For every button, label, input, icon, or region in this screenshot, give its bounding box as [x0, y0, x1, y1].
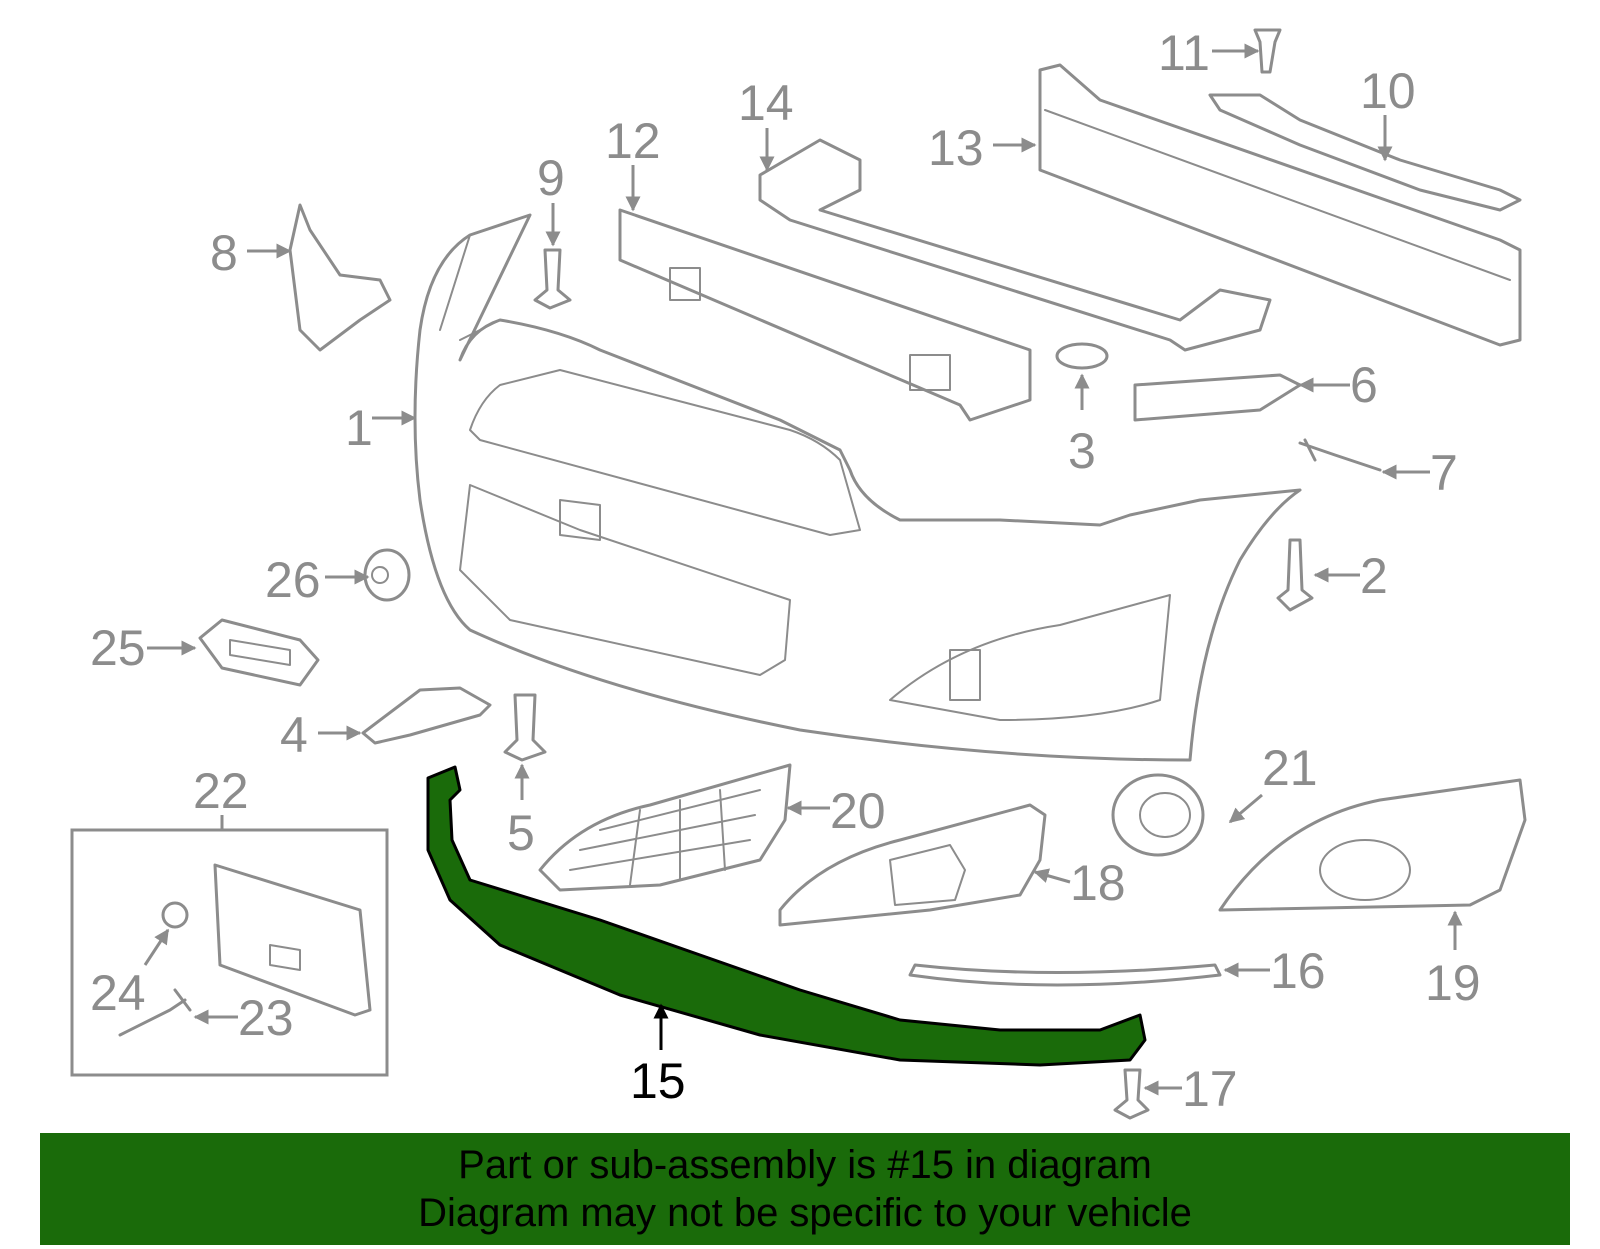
part-9-pin: [533, 248, 572, 310]
part-5-pin: [503, 693, 547, 762]
callout-labels: 1 2 3 4 5 6 7 8 9 10 11 12 13 14 15 16 1…: [90, 25, 1481, 1117]
callout-7: 7: [1430, 445, 1458, 501]
leader-lines: [143, 43, 1463, 1096]
callout-14: 14: [738, 75, 794, 131]
part-19-bezel: [1218, 778, 1527, 912]
callout-25: 25: [90, 620, 146, 676]
callout-10: 10: [1360, 63, 1416, 119]
part-6-bracket: [1133, 373, 1302, 422]
part-14-support: [758, 138, 1272, 352]
callout-3: 3: [1068, 423, 1096, 479]
part-12-absorber: [618, 208, 1032, 422]
part-4-bracket: [361, 686, 492, 745]
callout-22: 22: [193, 763, 249, 819]
part-22-license-bracket-kit: [70, 828, 389, 1077]
part-21-ring: [1111, 773, 1205, 857]
banner-line-1: Part or sub-assembly is #15 in diagram: [458, 1143, 1152, 1187]
part-23-bolt: [118, 988, 192, 1037]
part-25-emblem: [198, 618, 320, 687]
part-8-bracket: [288, 203, 392, 352]
callout-16: 16: [1270, 943, 1326, 999]
disclaimer-banner: Part or sub-assembly is #15 in diagram D…: [40, 1133, 1570, 1245]
callout-15: 15: [630, 1053, 686, 1109]
callout-17: 17: [1182, 1061, 1238, 1117]
callout-12: 12: [605, 113, 661, 169]
callout-5: 5: [507, 805, 535, 861]
callout-24: 24: [90, 965, 146, 1021]
part-16-molding: [908, 963, 1222, 987]
part-1-bumper-fascia: [413, 213, 1302, 762]
part-2-push-pin: [1276, 538, 1314, 612]
part-7-bolt: [1298, 438, 1382, 472]
part-17-pin: [1113, 1068, 1150, 1120]
callout-26: 26: [265, 552, 321, 608]
part-15-air-deflector: [426, 765, 1147, 1067]
callout-1: 1: [345, 400, 373, 456]
callout-11: 11: [1158, 25, 1210, 81]
part-24-nut: [161, 901, 189, 929]
callout-19: 19: [1425, 955, 1481, 1011]
callout-13: 13: [928, 120, 984, 176]
part-18-bezel: [778, 803, 1047, 927]
part-26-clip: [363, 548, 411, 602]
part-11-bolt: [1253, 28, 1282, 74]
banner-line-2: Diagram may not be specific to your vehi…: [418, 1191, 1192, 1235]
part-20-grille: [538, 763, 792, 892]
callout-8: 8: [210, 225, 238, 281]
callout-9: 9: [537, 150, 565, 206]
part-10-bracket: [1208, 93, 1522, 212]
callout-4: 4: [280, 707, 308, 763]
part-3-grommet: [1055, 342, 1109, 370]
callout-6: 6: [1350, 357, 1378, 413]
part-13-impact-bar: [1038, 63, 1522, 347]
callout-20: 20: [830, 783, 886, 839]
callout-21: 21: [1262, 740, 1318, 796]
callout-18: 18: [1070, 855, 1126, 911]
callout-2: 2: [1360, 548, 1388, 604]
callout-23: 23: [238, 990, 294, 1046]
